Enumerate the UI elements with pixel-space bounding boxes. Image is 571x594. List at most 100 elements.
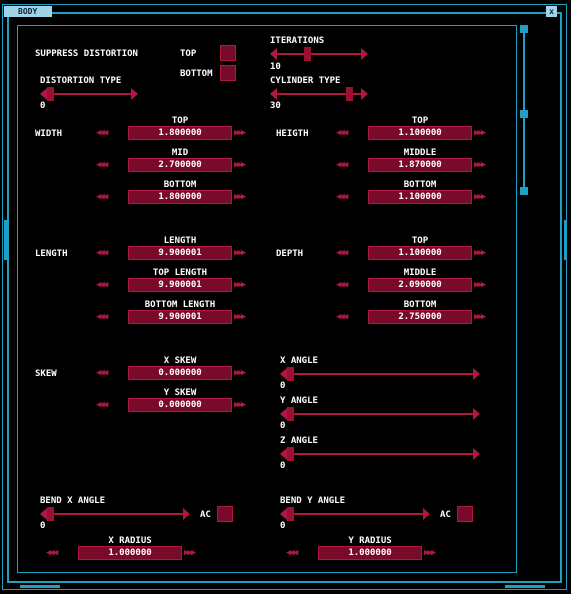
slider-left-arrow-icon[interactable] — [40, 88, 47, 100]
height-middle-field[interactable]: 1.870000 — [368, 158, 472, 172]
width-mid-inc-icon[interactable]: ▶▶▶ — [234, 160, 246, 170]
slider-left-arrow-icon[interactable] — [270, 48, 277, 60]
cylinder-type-slider[interactable] — [270, 87, 368, 101]
x-radius-dec-icon[interactable]: ◀◀◀ — [46, 548, 58, 558]
distortion-type-slider[interactable] — [40, 87, 138, 101]
z-angle-slider[interactable] — [280, 447, 480, 461]
height-top-dec-icon[interactable]: ◀◀◀ — [336, 128, 348, 138]
height-middle-inc-icon[interactable]: ▶▶▶ — [474, 160, 486, 170]
height-middle-dec-icon[interactable]: ◀◀◀ — [336, 160, 348, 170]
slider-knob[interactable] — [47, 507, 54, 521]
slider-knob[interactable] — [287, 367, 294, 381]
width-top-label: TOP — [171, 116, 189, 126]
slider-left-arrow-icon[interactable] — [270, 88, 277, 100]
window-title[interactable]: BODY — [4, 6, 52, 17]
right-resize-handle[interactable] — [564, 220, 567, 260]
scroll-down-icon[interactable] — [520, 187, 528, 195]
x-angle-slider[interactable] — [280, 367, 480, 381]
slider-knob[interactable] — [287, 507, 294, 521]
height-top-inc-icon[interactable]: ▶▶▶ — [474, 128, 486, 138]
vertical-scrollbar[interactable] — [520, 25, 528, 195]
height-bottom-dec-icon[interactable]: ◀◀◀ — [336, 192, 348, 202]
slider-left-arrow-icon[interactable] — [280, 508, 287, 520]
width-mid-dec-icon[interactable]: ◀◀◀ — [96, 160, 108, 170]
close-button[interactable]: x — [546, 6, 557, 17]
slider-knob[interactable] — [287, 407, 294, 421]
top-length-field[interactable]: 9.900001 — [128, 278, 232, 292]
depth-top-field[interactable]: 1.100000 — [368, 246, 472, 260]
slider-right-arrow-icon[interactable] — [423, 508, 430, 520]
depth-middle-dec-icon[interactable]: ◀◀◀ — [336, 280, 348, 290]
x-skew-inc-icon[interactable]: ▶▶▶ — [234, 368, 246, 378]
width-bottom-field[interactable]: 1.800000 — [128, 190, 232, 204]
slider-track — [46, 513, 184, 515]
left-resize-handle[interactable] — [4, 220, 7, 260]
bottom-right-resize-handle[interactable] — [505, 585, 545, 588]
width-bottom-dec-icon[interactable]: ◀◀◀ — [96, 192, 108, 202]
width-mid-field[interactable]: 2.700000 — [128, 158, 232, 172]
length-field[interactable]: 9.900001 — [128, 246, 232, 260]
bend-x-angle-slider[interactable] — [40, 507, 190, 521]
depth-top-inc-icon[interactable]: ▶▶▶ — [474, 248, 486, 258]
depth-bottom-inc-icon[interactable]: ▶▶▶ — [474, 312, 486, 322]
y-skew-field[interactable]: 0.000000 — [128, 398, 232, 412]
slider-knob[interactable] — [346, 87, 354, 101]
slider-left-arrow-icon[interactable] — [280, 408, 287, 420]
slider-knob[interactable] — [47, 87, 54, 101]
y-radius-dec-icon[interactable]: ◀◀◀ — [286, 548, 298, 558]
height-top-field[interactable]: 1.100000 — [368, 126, 472, 140]
iterations-slider[interactable] — [270, 47, 368, 61]
height-bottom-inc-icon[interactable]: ▶▶▶ — [474, 192, 486, 202]
bend-y-angle-slider[interactable] — [280, 507, 430, 521]
top-checkbox[interactable] — [220, 45, 236, 61]
slider-right-arrow-icon[interactable] — [473, 368, 480, 380]
slider-right-arrow-icon[interactable] — [473, 448, 480, 460]
bottom-checkbox[interactable] — [220, 65, 236, 81]
depth-middle-field[interactable]: 2.090000 — [368, 278, 472, 292]
bottom-length-field[interactable]: 9.900001 — [128, 310, 232, 324]
slider-right-arrow-icon[interactable] — [473, 408, 480, 420]
y-skew-dec-icon[interactable]: ◀◀◀ — [96, 400, 108, 410]
length-dec-icon[interactable]: ◀◀◀ — [96, 248, 108, 258]
depth-middle-inc-icon[interactable]: ▶▶▶ — [474, 280, 486, 290]
slider-right-arrow-icon[interactable] — [361, 88, 368, 100]
slider-left-arrow-icon[interactable] — [280, 448, 287, 460]
slider-right-arrow-icon[interactable] — [361, 48, 368, 60]
width-bottom-inc-icon[interactable]: ▶▶▶ — [234, 192, 246, 202]
slider-right-arrow-icon[interactable] — [131, 88, 138, 100]
top-length-inc-icon[interactable]: ▶▶▶ — [234, 280, 246, 290]
y-angle-slider[interactable] — [280, 407, 480, 421]
slider-knob[interactable] — [287, 447, 294, 461]
y-skew-inc-icon[interactable]: ▶▶▶ — [234, 400, 246, 410]
width-top-inc-icon[interactable]: ▶▶▶ — [234, 128, 246, 138]
x-radius-field[interactable]: 1.000000 — [78, 546, 182, 560]
slider-track — [286, 513, 424, 515]
bottom-length-inc-icon[interactable]: ▶▶▶ — [234, 312, 246, 322]
x-skew-field[interactable]: 0.000000 — [128, 366, 232, 380]
depth-top-dec-icon[interactable]: ◀◀◀ — [336, 248, 348, 258]
depth-top-label: TOP — [411, 236, 429, 246]
height-bottom-field[interactable]: 1.100000 — [368, 190, 472, 204]
bend-y-ac-checkbox[interactable] — [457, 506, 473, 522]
depth-bottom-dec-icon[interactable]: ◀◀◀ — [336, 312, 348, 322]
length-inc-icon[interactable]: ▶▶▶ — [234, 248, 246, 258]
distortion-type-value: 0 — [40, 101, 46, 111]
slider-left-arrow-icon[interactable] — [280, 368, 287, 380]
y-skew-label: Y SKEW — [163, 388, 197, 398]
width-top-dec-icon[interactable]: ◀◀◀ — [96, 128, 108, 138]
slider-right-arrow-icon[interactable] — [183, 508, 190, 520]
slider-left-arrow-icon[interactable] — [40, 508, 47, 520]
x-skew-dec-icon[interactable]: ◀◀◀ — [96, 368, 108, 378]
x-radius-inc-icon[interactable]: ▶▶▶ — [184, 548, 196, 558]
y-radius-field[interactable]: 1.000000 — [318, 546, 422, 560]
bottom-left-resize-handle[interactable] — [20, 585, 60, 588]
slider-knob[interactable] — [303, 47, 311, 61]
bend-x-ac-checkbox[interactable] — [217, 506, 233, 522]
bottom-length-dec-icon[interactable]: ◀◀◀ — [96, 312, 108, 322]
width-top-field[interactable]: 1.800000 — [128, 126, 232, 140]
depth-bottom-field[interactable]: 2.750000 — [368, 310, 472, 324]
scroll-up-icon[interactable] — [520, 25, 528, 33]
y-radius-inc-icon[interactable]: ▶▶▶ — [424, 548, 436, 558]
scroll-thumb[interactable] — [520, 110, 528, 118]
top-length-dec-icon[interactable]: ◀◀◀ — [96, 280, 108, 290]
